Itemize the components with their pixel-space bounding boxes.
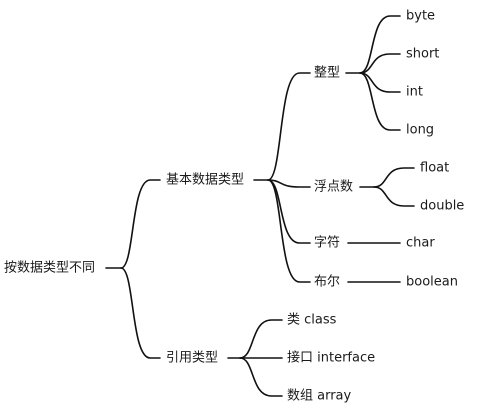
leaf-double: double — [420, 199, 464, 214]
root-node-label: 按数据类型不同 — [4, 261, 95, 276]
node-float: 浮点数 — [314, 180, 353, 195]
edge-root-primitive — [120, 179, 161, 269]
edge-integer-int — [359, 72, 401, 93]
node-integer: 整型 — [314, 66, 340, 81]
edge-primitive-boolean — [267, 179, 311, 283]
edge-integer-byte — [359, 15, 401, 74]
node-array: 数组 array — [287, 389, 352, 404]
node-boolean: 布尔 — [314, 275, 340, 290]
branch-reference-types: 引用类型 — [166, 351, 218, 366]
connectors — [105, 15, 415, 397]
edge-float-float — [373, 167, 415, 188]
edge-reference-array — [239, 357, 283, 397]
leaf-float: float — [420, 161, 449, 176]
leaf-int: int — [406, 85, 423, 100]
node-interface: 接口 interface — [287, 350, 375, 366]
leaf-short: short — [406, 47, 439, 62]
branch-primitive-types: 基本数据类型 — [166, 173, 244, 188]
edge-primitive-integer — [267, 72, 311, 181]
edge-primitive-float — [267, 179, 311, 188]
edge-integer-long — [359, 72, 401, 131]
edge-integer-short — [359, 53, 401, 74]
leaf-char: char — [406, 236, 435, 251]
edge-reference-class — [239, 319, 283, 359]
edge-float-double — [373, 186, 415, 207]
leaf-long: long — [406, 123, 434, 138]
node-char: 字符 — [314, 235, 340, 251]
leaf-boolean: boolean — [406, 275, 458, 290]
node-class: 类 class — [287, 313, 337, 328]
edge-root-reference — [120, 267, 161, 359]
leaf-byte: byte — [406, 9, 435, 24]
